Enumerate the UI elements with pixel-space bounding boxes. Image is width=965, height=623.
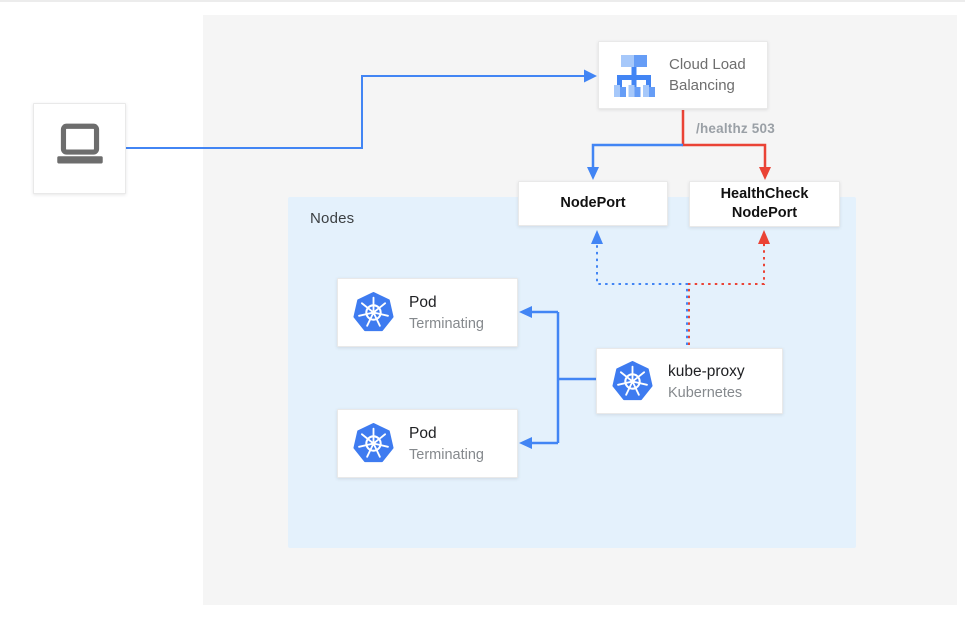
cloud-load-balancing-label-line2: Balancing: [669, 77, 735, 94]
nodes-group-label: Nodes: [310, 210, 355, 227]
edge-kubeproxy-to-healthcheck-dotted: [688, 230, 770, 345]
arrowhead-up-icon: [758, 230, 770, 244]
kubernetes-helm-icon: [353, 423, 394, 464]
arrowhead-right-icon: [584, 69, 597, 83]
edge-loadbalancer-to-nodeport: [587, 143, 683, 180]
edge-kubeproxy-to-pods: [519, 306, 596, 449]
client-card: [33, 103, 126, 194]
nodeport-label: NodePort: [560, 195, 626, 211]
pod-card-1-text: Pod Terminating: [409, 291, 484, 334]
pod-status: Terminating: [409, 447, 484, 463]
healthcheck-nodeport-label: HealthCheck NodePort: [721, 185, 809, 223]
arrowhead-left-icon: [519, 437, 532, 449]
top-divider: [0, 0, 965, 2]
nodeport-card: NodePort: [518, 181, 668, 226]
healthz-status-label: /healthz 503: [696, 121, 775, 136]
healthcheck-nodeport-label-line1: HealthCheck: [720, 186, 809, 202]
kube-proxy-text: kube-proxy Kubernetes: [668, 360, 745, 403]
arrowhead-left-icon: [519, 306, 532, 318]
kube-proxy-card: kube-proxy Kubernetes: [596, 348, 783, 414]
healthcheck-nodeport-card: HealthCheck NodePort: [689, 181, 840, 227]
kube-proxy-title: kube-proxy: [668, 362, 745, 380]
pod-title: Pod: [409, 425, 437, 442]
cloud-load-balancing-label-line1: Cloud Load: [669, 56, 746, 73]
pod-card-1: Pod Terminating: [337, 278, 518, 347]
edge-loadbalancer-to-healthcheck-nodeport: [681, 110, 771, 180]
laptop-icon: [49, 122, 111, 176]
cloud-load-balancing-label: Cloud Load Balancing: [669, 54, 746, 96]
kube-proxy-subtitle: Kubernetes: [668, 384, 743, 401]
healthcheck-nodeport-label-line2: NodePort: [731, 205, 798, 221]
arrowhead-up-icon: [591, 230, 603, 244]
arrowhead-down-icon: [759, 167, 771, 180]
arrowhead-down-icon: [587, 167, 599, 180]
cloud-load-balancing-card: Cloud Load Balancing: [598, 41, 768, 109]
kubernetes-helm-icon: [612, 360, 653, 402]
pod-status: Terminating: [409, 316, 484, 332]
pod-card-2-text: Pod Terminating: [409, 422, 484, 465]
edge-kubeproxy-to-nodeport-dotted: [591, 230, 688, 345]
cloud-load-balancing-icon: [611, 52, 657, 98]
pod-title: Pod: [409, 294, 437, 311]
edge-client-to-loadbalancer: [126, 69, 597, 149]
kubernetes-helm-icon: [353, 292, 394, 333]
pod-card-2: Pod Terminating: [337, 409, 518, 478]
